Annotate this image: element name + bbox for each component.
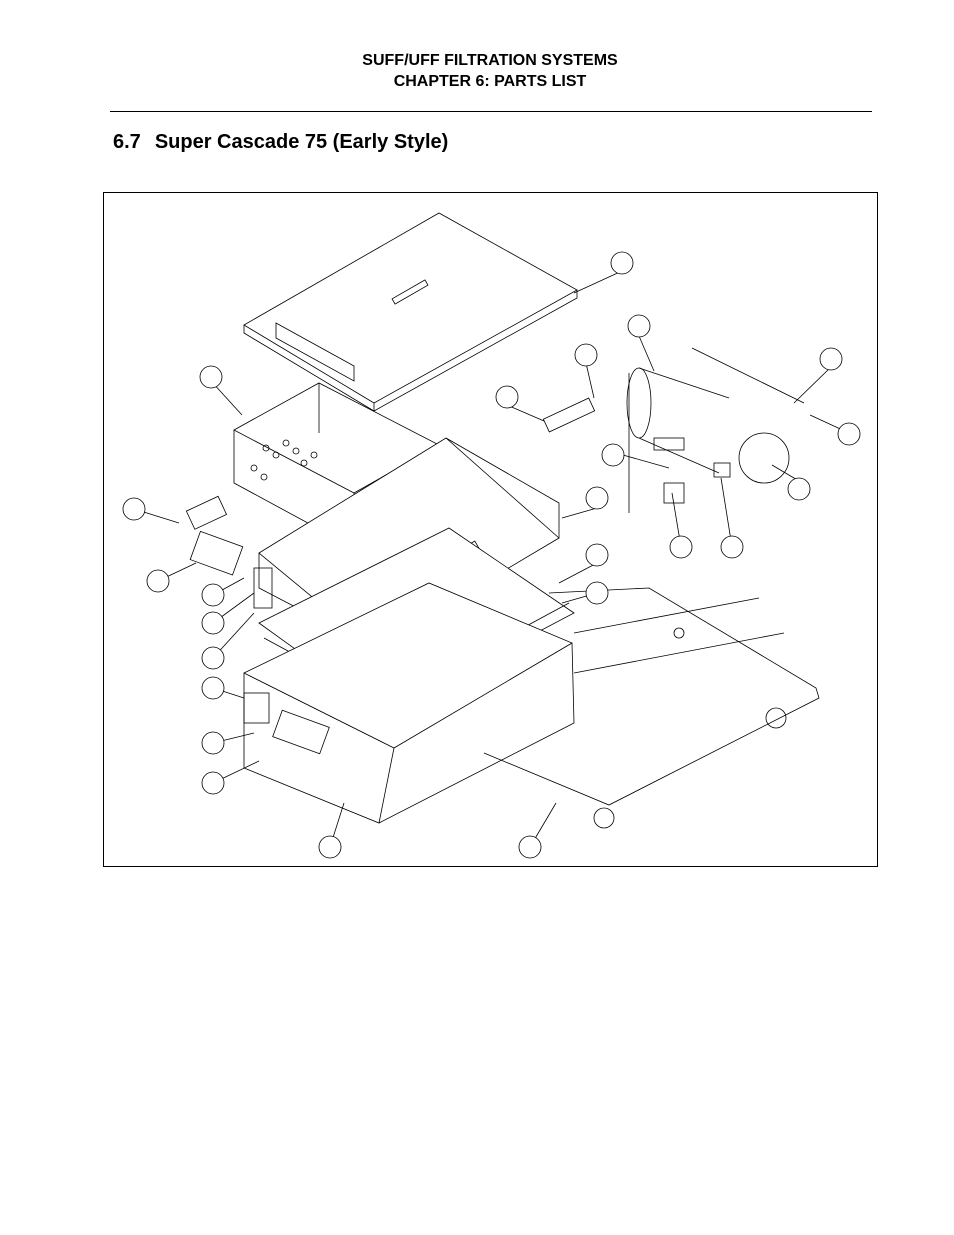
callout-bubble: [610, 251, 634, 275]
section-title: Super Cascade 75 (Early Style): [154, 131, 449, 153]
callout-bubble: [201, 731, 225, 755]
exploded-parts-diagram: [103, 192, 878, 867]
callout-bubble: [146, 569, 170, 593]
header-divider: [110, 111, 872, 112]
callout-bubble: [495, 385, 519, 409]
callout-bubble: [122, 497, 146, 521]
callout-bubble: [574, 343, 598, 367]
callout-bubble: [669, 535, 693, 559]
callout-bubble: [201, 676, 225, 700]
section-heading: 6.7 Super Cascade 75 (Early Style): [113, 131, 448, 154]
diagram-drawing: [122, 212, 861, 859]
cover-lid: [243, 212, 578, 412]
callout-bubble: [819, 347, 843, 371]
callout-bubble: [585, 543, 609, 567]
callout-bubble: [318, 835, 342, 859]
callout-bubble: [199, 365, 223, 389]
callout-bubble: [787, 477, 811, 501]
cart-frame: [483, 587, 820, 829]
callout-bubble: [837, 422, 861, 446]
callout-bubble: [201, 583, 225, 607]
callout-bubble: [201, 646, 225, 670]
callout-bubble: [201, 611, 225, 635]
callout-bubble: [627, 314, 651, 338]
header-chapter: CHAPTER 6: PARTS LIST: [393, 73, 587, 90]
base-pan: [243, 582, 575, 824]
header-title: SUFF/UFF FILTRATION SYSTEMS: [362, 52, 618, 69]
callouts: [122, 251, 861, 859]
pump-motor: [626, 347, 805, 513]
callout-bubble: [601, 443, 625, 467]
callout-bubble: [518, 835, 542, 859]
callout-bubble: [720, 535, 744, 559]
callout-bubble: [201, 771, 225, 795]
section-number: 6.7: [113, 131, 141, 153]
page-header: SUFF/UFF FILTRATION SYSTEMS CHAPTER 6: P…: [0, 50, 954, 92]
callout-bubble: [585, 486, 609, 510]
callout-bubble: [585, 581, 609, 605]
